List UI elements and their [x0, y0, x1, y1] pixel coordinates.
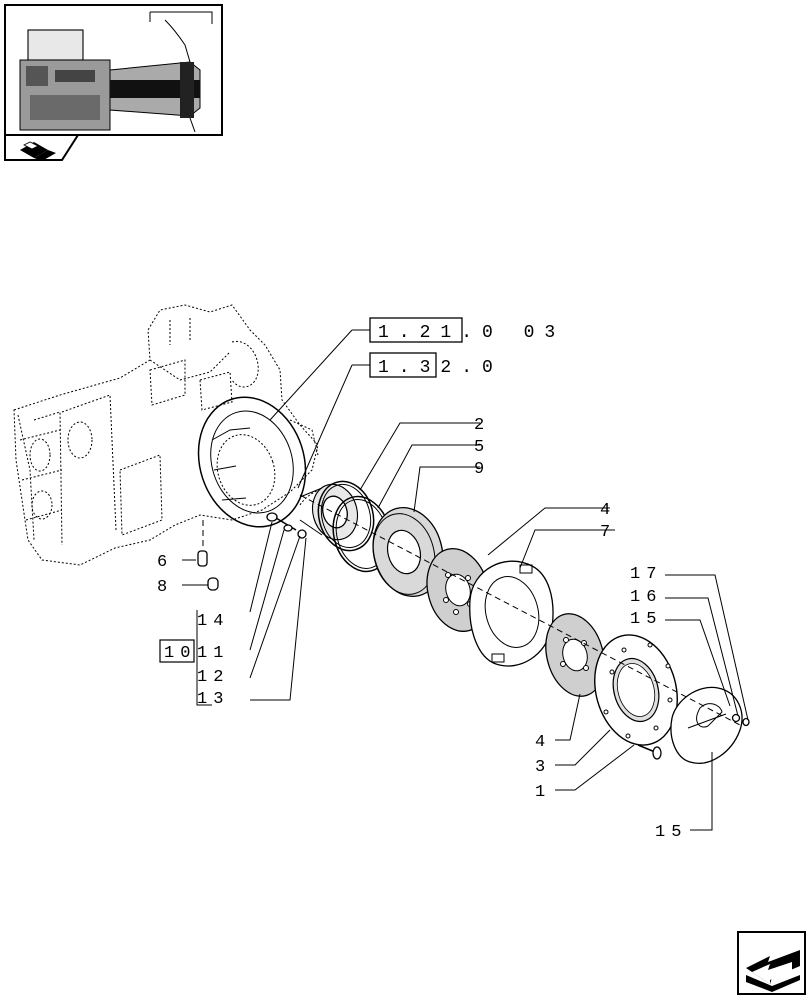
callout-14: 14	[197, 612, 229, 631]
svg-text:1.32.0: 1.32.0	[378, 358, 503, 378]
callout-8: 8	[157, 578, 173, 597]
brake-piston	[299, 483, 359, 541]
callout-6: 6	[157, 553, 173, 572]
callout-17: 17	[630, 565, 662, 584]
callout-5: 5	[474, 438, 490, 457]
bolt-1	[637, 744, 662, 760]
pin-part-6	[197, 550, 208, 567]
book-group-icon[interactable]	[4, 134, 80, 161]
cover-plate-3	[594, 634, 678, 746]
callout-7: 7	[600, 523, 616, 542]
steel-plate-7	[469, 560, 554, 667]
callout-4-bottom: 4	[535, 733, 551, 752]
callout-3: 3	[535, 758, 551, 777]
next-page-arrow-icon[interactable]	[737, 931, 806, 995]
leader-lines	[182, 329, 749, 831]
reference-1-21-0-03[interactable]: 1.21.0 03	[369, 317, 565, 343]
callout-16: 16	[630, 588, 662, 607]
callout-10: 10	[164, 644, 196, 663]
transmission-housing	[13, 304, 319, 566]
washer-16-screw-17	[731, 713, 750, 727]
assembly-centerline	[299, 494, 741, 726]
callout-12: 12	[197, 668, 229, 687]
reference-1-32-0[interactable]: 1.32.0	[369, 352, 503, 378]
callout-13: 13	[197, 690, 229, 709]
callout-11: 11	[197, 644, 229, 663]
svg-text:1.21.0 03: 1.21.0 03	[378, 323, 565, 343]
splined-disc-4-lower	[545, 613, 605, 697]
fitting-parts-11-14	[266, 486, 346, 539]
ring-part-8	[207, 577, 219, 591]
callout-2: 2	[474, 416, 490, 435]
overview-thumbnail[interactable]	[4, 4, 223, 136]
shim-plate-15	[670, 686, 743, 764]
callout-4-top: 4	[600, 501, 616, 520]
callout-9: 9	[474, 460, 490, 479]
callout-15-bottom: 15	[655, 823, 687, 842]
seal-ring-2	[317, 480, 375, 552]
callout-1: 1	[535, 783, 551, 802]
callout-10-box[interactable]: 10	[159, 639, 196, 663]
callout-15-top: 15	[630, 610, 662, 629]
